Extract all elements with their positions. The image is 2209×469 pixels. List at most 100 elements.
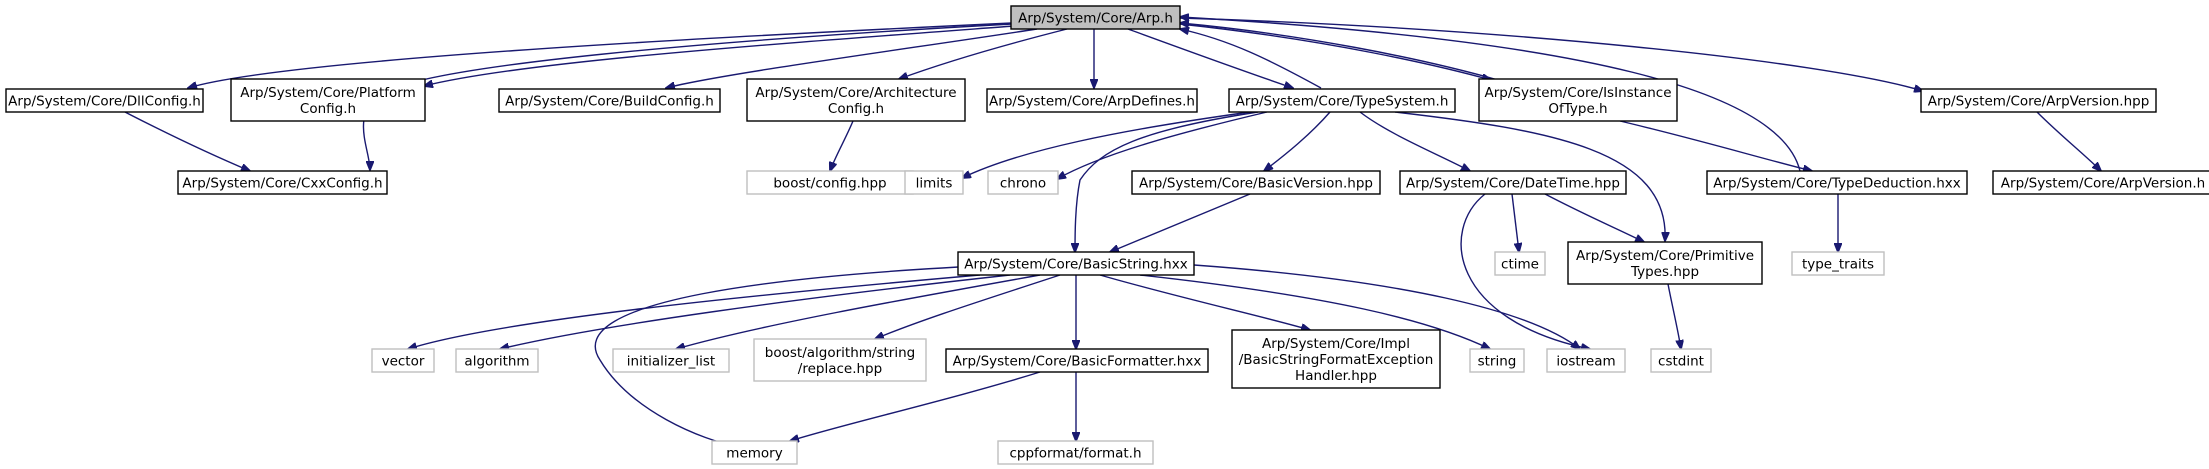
- node-box-primitivetypes: [1567, 241, 1763, 285]
- node-box-limits: [904, 170, 964, 195]
- edge-arp_h-to-platformconfig: [424, 25, 1015, 86]
- node-label-limits: limits: [916, 176, 953, 192]
- node-label-dllconfig: Arp/System/Core/DllConfig.h: [8, 94, 201, 110]
- node-basicversion[interactable]: Arp/System/Core/BasicVersion.hpp: [1131, 170, 1381, 195]
- edge-basicformatter-to-memory: [790, 371, 1041, 441]
- node-label-iostream: iostream: [1556, 354, 1615, 370]
- node-basicformatter[interactable]: Arp/System/Core/BasicFormatter.hxx: [945, 348, 1209, 373]
- node-box-cxxconfig: [177, 170, 388, 195]
- edge-typesystem-to-arp_h: [1180, 29, 1322, 89]
- node-label-cstdint: cstdint: [1658, 354, 1704, 370]
- node-dllconfig[interactable]: Arp/System/Core/DllConfig.h: [5, 88, 204, 113]
- node-box-buildconfig: [498, 88, 721, 113]
- node-box-dllconfig: [5, 88, 204, 113]
- edge-isinstance-to-arp_h: [1180, 23, 1499, 81]
- edge-typesystem-to-primitivetypes: [1394, 111, 1665, 241]
- node-label-typededuction: Arp/System/Core/TypeDeduction.hxx: [1713, 176, 1961, 192]
- node-label-buildconfig: Arp/System/Core/BuildConfig.h: [505, 94, 714, 110]
- node-box-cppformat: [997, 440, 1154, 465]
- node-box-ctime: [1494, 251, 1546, 276]
- node-boostconfig: boost/config.hpp: [746, 170, 914, 195]
- node-cxxconfig[interactable]: Arp/System/Core/CxxConfig.h: [177, 170, 388, 195]
- node-buildconfig[interactable]: Arp/System/Core/BuildConfig.h: [498, 88, 721, 113]
- edge-arp_h-to-cxxconfig: [362, 23, 1013, 170]
- edge-isinstance-to-typededuction: [1619, 120, 1812, 171]
- node-cstdint: cstdint: [1650, 348, 1712, 373]
- edge-arp_h-to-isinstance: [1179, 23, 1491, 80]
- edge-typesystem-to-limits: [962, 111, 1251, 178]
- node-box-arpversion_hpp: [1920, 88, 2157, 113]
- node-label-arpversion_hpp: Arp/System/Core/ArpVersion.hpp: [1928, 94, 2150, 110]
- node-boostreplace: boost/algorithm/string/replace.hpp: [753, 338, 927, 382]
- node-box-datetime: [1399, 170, 1627, 195]
- node-label-arpversion_h: Arp/System/Core/ArpVersion.h: [2001, 176, 2205, 192]
- edge-basicstring-to-vector: [408, 274, 981, 349]
- node-arpversion_h[interactable]: Arp/System/Core/ArpVersion.h: [1992, 170, 2209, 195]
- node-typesystem[interactable]: Arp/System/Core/TypeSystem.h: [1228, 88, 1456, 113]
- node-arp_h[interactable]: Arp/System/Core/Arp.h: [1010, 5, 1181, 30]
- node-label-platformconfig-line-1: Arp/System/Core/Platform: [240, 85, 416, 101]
- edge-typededuction-to-arp_h: [1180, 17, 1801, 172]
- node-box-typededuction: [1706, 170, 1968, 195]
- edge-primitivetypes-to-cstdint: [1667, 283, 1681, 349]
- edge-arp_h-to-arpversion_hpp: [1179, 17, 1923, 91]
- edge-datetime-to-ctime: [1511, 193, 1519, 252]
- node-label-formathandler-line-3: Handler.hpp: [1295, 368, 1377, 384]
- node-algorithm: algorithm: [455, 348, 539, 373]
- node-label-memory: memory: [726, 446, 782, 462]
- node-label-formathandler-line-2: /BasicStringFormatException: [1239, 352, 1434, 368]
- node-label-basicformatter: Arp/System/Core/BasicFormatter.hxx: [953, 354, 1202, 370]
- node-label-ctime: ctime: [1501, 257, 1539, 273]
- edge-basicstring-to-initializer_list: [676, 274, 1041, 349]
- node-box-isinstance: [1478, 78, 1678, 122]
- edge-typesystem-to-datetime: [1359, 111, 1470, 171]
- node-box-algorithm: [455, 348, 539, 373]
- node-box-cstdint: [1650, 348, 1712, 373]
- node-arpversion_hpp[interactable]: Arp/System/Core/ArpVersion.hpp: [1920, 88, 2157, 113]
- node-initializer_list: initializer_list: [612, 348, 730, 373]
- nodes-layer: Arp/System/Core/Arp.hArp/System/Core/Dll…: [5, 5, 2209, 465]
- node-box-basicstring: [957, 251, 1195, 276]
- node-arpdefines[interactable]: Arp/System/Core/ArpDefines.h: [986, 88, 1198, 113]
- node-string: string: [1469, 348, 1525, 373]
- node-basicstring[interactable]: Arp/System/Core/BasicString.hxx: [957, 251, 1195, 276]
- node-box-basicformatter: [945, 348, 1209, 373]
- node-box-formathandler: [1231, 329, 1441, 389]
- node-box-arpdefines: [986, 88, 1198, 113]
- node-box-boostreplace: [753, 338, 927, 382]
- node-label-primitivetypes-line-2: Types.hpp: [1630, 264, 1699, 280]
- edge-datetime-to-iostream: [1460, 193, 1590, 349]
- node-vector: vector: [371, 348, 435, 373]
- node-label-arpdefines: Arp/System/Core/ArpDefines.h: [989, 94, 1195, 110]
- node-formathandler[interactable]: Arp/System/Core/Impl/BasicStringFormatEx…: [1231, 329, 1441, 389]
- node-limits: limits: [904, 170, 964, 195]
- node-label-cxxconfig: Arp/System/Core/CxxConfig.h: [182, 176, 382, 192]
- node-box-arp_h: [1010, 5, 1181, 30]
- node-box-type_traits: [1791, 251, 1885, 276]
- node-label-archconfig-line-1: Arp/System/Core/Architecture: [755, 85, 956, 101]
- node-typededuction[interactable]: Arp/System/Core/TypeDeduction.hxx: [1706, 170, 1968, 195]
- node-cppformat: cppformat/format.h: [997, 440, 1154, 465]
- edge-arpversion_hpp-to-arpversion_h: [2036, 111, 2101, 171]
- node-box-initializer_list: [612, 348, 730, 373]
- node-label-chrono: chrono: [1000, 176, 1046, 192]
- node-label-type_traits: type_traits: [1802, 257, 1874, 273]
- node-label-primitivetypes-line-1: Arp/System/Core/Primitive: [1576, 248, 1754, 264]
- node-box-chrono: [987, 170, 1059, 195]
- edge-basicstring-to-string: [1139, 274, 1490, 349]
- node-memory: memory: [711, 440, 798, 465]
- node-type_traits: type_traits: [1791, 251, 1885, 276]
- node-datetime[interactable]: Arp/System/Core/DateTime.hpp: [1399, 170, 1627, 195]
- node-chrono: chrono: [987, 170, 1059, 195]
- edge-typesystem-to-chrono: [1057, 111, 1268, 179]
- node-box-iostream: [1546, 348, 1626, 373]
- node-label-string: string: [1478, 354, 1517, 370]
- node-label-vector: vector: [382, 354, 425, 370]
- edge-typesystem-to-basicversion: [1264, 111, 1331, 171]
- node-ctime: ctime: [1494, 251, 1546, 276]
